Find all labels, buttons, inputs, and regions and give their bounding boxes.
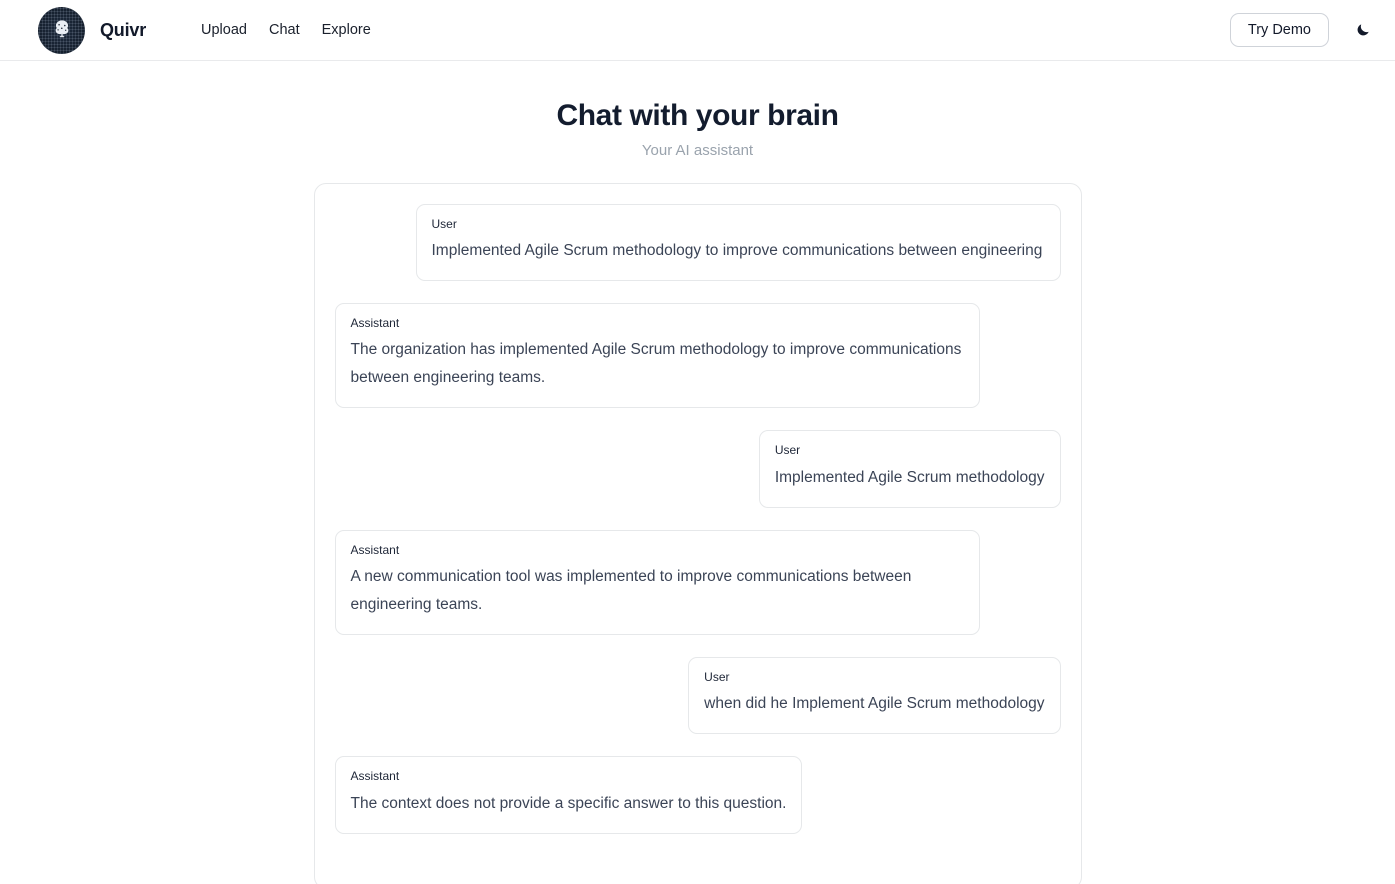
chat-bubble-text: when did he Implement Agile Scrum method… xyxy=(704,695,1045,713)
chat-bubble-text: The context does not provide a specific … xyxy=(350,794,787,812)
chat-bubble-text: Implemented Agile Scrum methodology to i… xyxy=(431,241,1043,259)
app-header: Quivr Upload Chat Explore Try Demo xyxy=(0,0,1395,61)
quivr-tree-logo-icon xyxy=(38,6,85,54)
chat-bubble-role: User xyxy=(774,443,801,458)
chat-message-row: Assistant The context does not provide a… xyxy=(334,756,1061,834)
chat-message-row: Assistant A new communication tool was i… xyxy=(334,529,1061,636)
chat-bubble-assistant[interactable]: Assistant The organization has implement… xyxy=(334,302,980,409)
chat-bubble-role: Assistant xyxy=(350,315,400,330)
chat-bubble-text: Implemented Agile Scrum methodology xyxy=(774,468,1045,486)
chat-bubble-text: The organization has implemented Agile S… xyxy=(350,341,962,387)
try-demo-button[interactable]: Try Demo xyxy=(1229,12,1329,48)
chat-message-list: User Implemented Agile Scrum methodology… xyxy=(313,182,1082,884)
page-title: Chat with your brain xyxy=(556,99,839,132)
main-nav: Upload Chat Explore xyxy=(201,22,371,38)
chat-message-row: User Implemented Agile Scrum methodology… xyxy=(335,203,1061,281)
brand[interactable]: Quivr xyxy=(38,6,147,54)
chat-bubble-assistant[interactable]: Assistant The context does not provide a… xyxy=(334,756,803,834)
nav-link-explore[interactable]: Explore xyxy=(321,22,371,38)
chat-bubble-role: Assistant xyxy=(350,542,400,557)
chat-message-row: User Implemented Agile Scrum methodology xyxy=(335,430,1061,508)
page-header: Chat with your brain Your AI assistant xyxy=(0,61,1395,159)
nav-link-chat[interactable]: Chat xyxy=(268,22,300,38)
chat-bubble-user[interactable]: User Implemented Agile Scrum methodology xyxy=(758,430,1061,508)
chat-bubble-role: Assistant xyxy=(350,769,400,784)
theme-toggle-button[interactable] xyxy=(1351,18,1375,42)
page-subtitle: Your AI assistant xyxy=(641,141,754,159)
nav-link-upload[interactable]: Upload xyxy=(201,22,247,38)
brand-name: Quivr xyxy=(100,19,147,40)
chat-bubble-role: User xyxy=(431,216,457,231)
chat-bubble-role: User xyxy=(704,670,730,685)
chat-message-row: Assistant The organization has implement… xyxy=(334,302,1061,409)
chat-bubble-user[interactable]: User when did he Implement Agile Scrum m… xyxy=(688,657,1061,735)
chat-bubble-text: A new communication tool was implemented… xyxy=(350,568,912,614)
chat-bubble-user[interactable]: User Implemented Agile Scrum methodology… xyxy=(415,203,1061,281)
chat-bubble-assistant[interactable]: Assistant A new communication tool was i… xyxy=(334,529,980,636)
tree-icon xyxy=(38,7,85,54)
moon-icon xyxy=(1355,22,1371,38)
chat-message-row: User when did he Implement Agile Scrum m… xyxy=(335,657,1061,735)
header-actions: Try Demo xyxy=(1229,12,1375,48)
